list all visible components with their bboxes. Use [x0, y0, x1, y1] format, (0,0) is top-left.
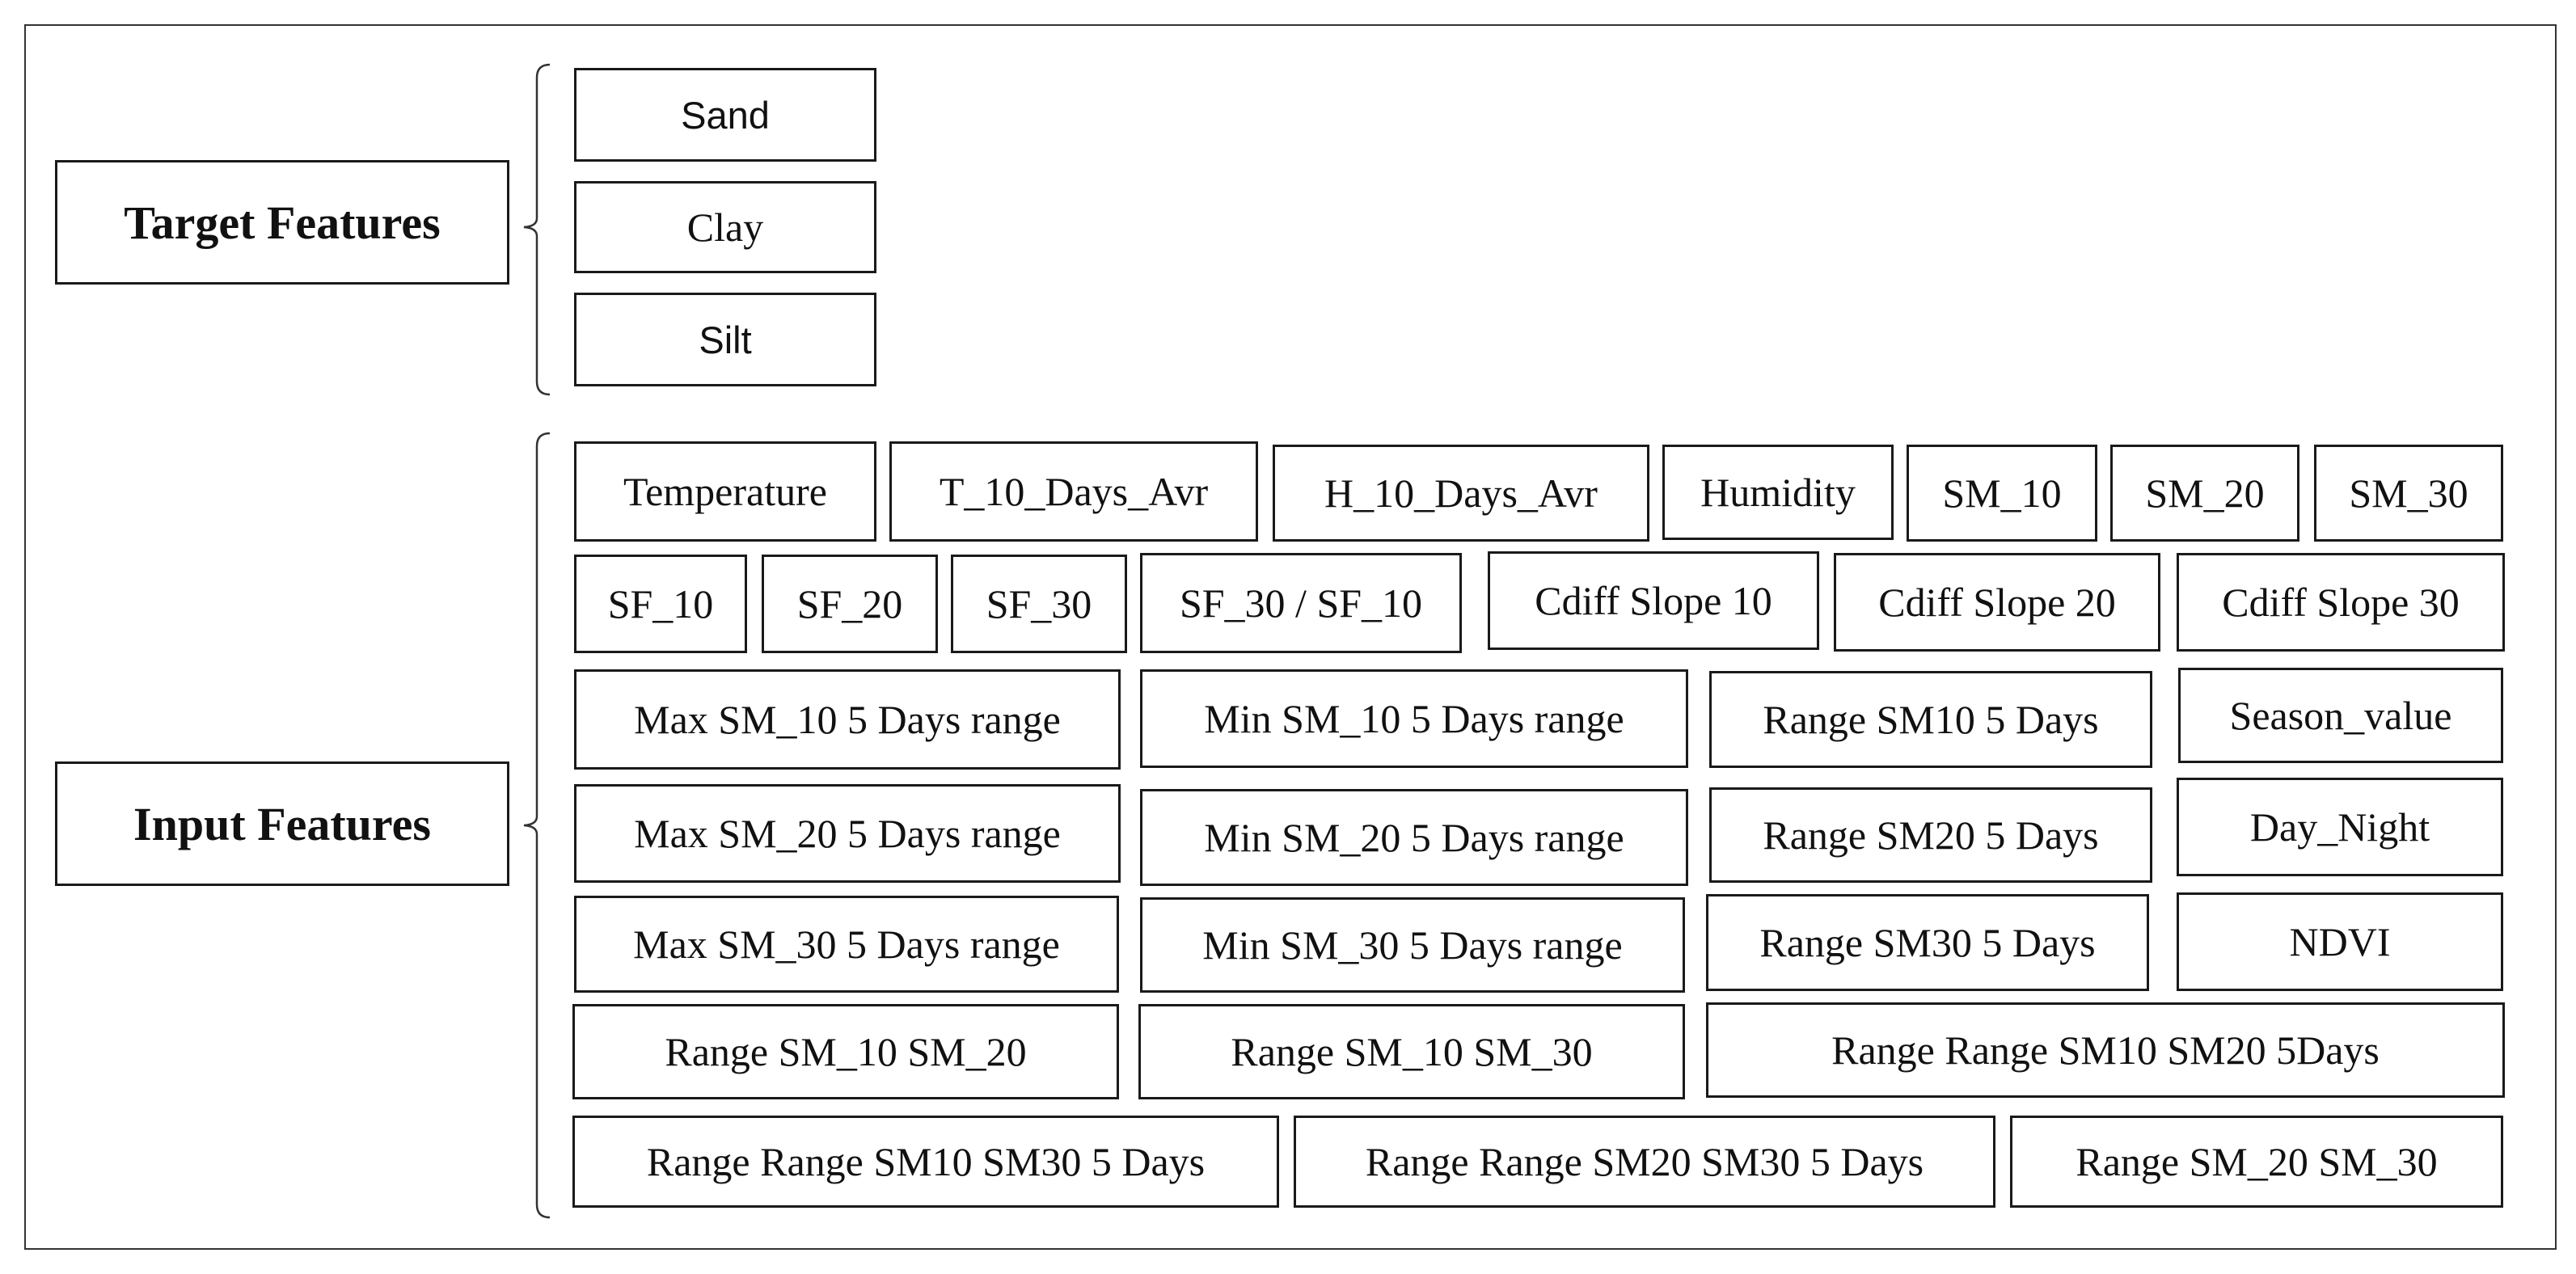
- target-features-label: Target Features: [55, 160, 509, 285]
- input-feature: Min SM_30 5 Days range: [1140, 897, 1685, 993]
- input-feature: Min SM_20 5 Days range: [1140, 789, 1688, 886]
- target-feature-silt: Silt: [574, 293, 876, 386]
- input-feature: Day_Night: [2177, 778, 2503, 876]
- input-feature: Range Range SM10 SM20 5Days: [1706, 1002, 2505, 1098]
- input-feature: Cdiff Slope 20: [1834, 553, 2160, 652]
- input-feature: SM_20: [2110, 445, 2299, 542]
- input-features-label: Input Features: [55, 761, 509, 886]
- target-bracket: [523, 63, 551, 396]
- input-feature: SF_10: [574, 555, 747, 653]
- input-feature: Range SM_10 SM_30: [1138, 1004, 1685, 1099]
- input-feature: Max SM_20 5 Days range: [574, 784, 1121, 883]
- outer-frame: [24, 24, 2557, 1250]
- input-feature: Temperature: [574, 441, 876, 542]
- input-feature: Range SM20 5 Days: [1709, 787, 2152, 883]
- input-feature: Cdiff Slope 10: [1488, 551, 1819, 650]
- input-feature: Range Range SM20 SM30 5 Days: [1294, 1116, 1995, 1208]
- input-feature: Range SM10 5 Days: [1709, 671, 2152, 768]
- input-feature: Range Range SM10 SM30 5 Days: [572, 1116, 1279, 1208]
- input-feature: SF_20: [762, 555, 938, 653]
- input-feature: Season_value: [2178, 668, 2503, 763]
- input-feature: Min SM_10 5 Days range: [1140, 669, 1688, 768]
- input-feature: Max SM_30 5 Days range: [574, 896, 1119, 993]
- input-feature: Range SM_10 SM_20: [572, 1004, 1119, 1099]
- input-feature: NDVI: [2177, 892, 2503, 991]
- input-bracket: [523, 432, 551, 1219]
- input-feature: Humidity: [1662, 445, 1894, 540]
- input-feature: SM_10: [1907, 445, 2097, 542]
- input-feature: H_10_Days_Avr: [1273, 445, 1649, 542]
- input-feature: SM_30: [2314, 445, 2503, 542]
- input-feature: Range SM_20 SM_30: [2010, 1116, 2503, 1208]
- input-feature: Range SM30 5 Days: [1706, 894, 2149, 991]
- target-feature-sand: Sand: [574, 68, 876, 162]
- input-feature: Cdiff Slope 30: [2177, 553, 2505, 652]
- input-feature: SF_30 / SF_10: [1140, 553, 1462, 653]
- input-feature: Max SM_10 5 Days range: [574, 669, 1121, 770]
- target-feature-clay: Clay: [574, 181, 876, 273]
- input-feature: SF_30: [951, 555, 1127, 653]
- input-feature: T_10_Days_Avr: [889, 441, 1258, 542]
